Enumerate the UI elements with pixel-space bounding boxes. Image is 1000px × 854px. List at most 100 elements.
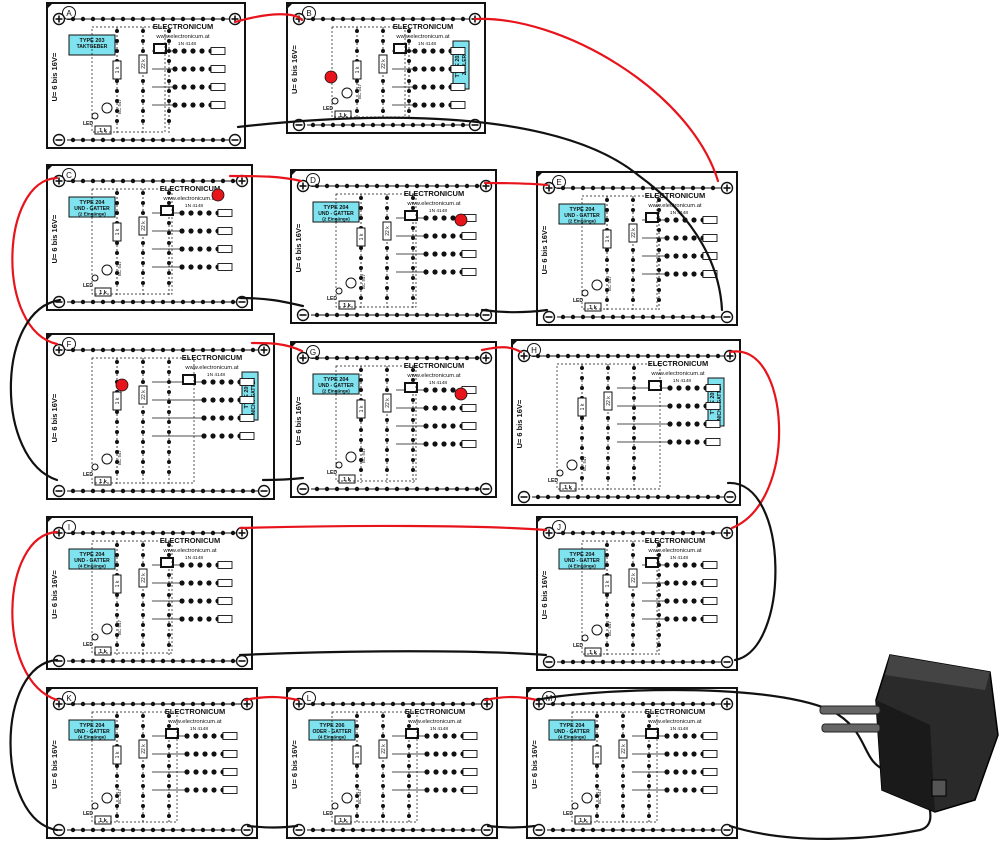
type-line-3: (4 Eingänge) (568, 564, 596, 569)
resistor-label: 1 k (339, 113, 348, 119)
resistor-label: 1 k (115, 751, 121, 758)
resistor: 22 k (382, 221, 392, 241)
solder-pad (167, 119, 171, 123)
wire-positive (238, 524, 548, 532)
board-id-label: A (66, 9, 72, 18)
resistor-label: 22 k (141, 390, 147, 400)
input-jack (702, 615, 718, 623)
brand-name: ELECTRONICUM (160, 184, 220, 193)
solder-pad (228, 415, 234, 421)
board-outline (46, 333, 275, 500)
brand-website: www.electronicum.at (184, 365, 239, 371)
solder-pad (682, 751, 688, 757)
wire-negative (261, 476, 305, 482)
supply-label: U= 6 bis 16V= (50, 214, 59, 263)
solder-pad (691, 562, 697, 568)
board-K: KU= 6 bis 16V=ELECTRONICUMwww.electronic… (46, 687, 258, 839)
solder-pad (450, 233, 456, 239)
board-outline (290, 341, 497, 498)
supply-label: U= 6 bis 16V= (290, 45, 299, 94)
solder-pad (211, 769, 217, 775)
input-jack (222, 768, 238, 776)
input-jack (702, 750, 718, 758)
transistor-label: BC 547 (607, 275, 612, 291)
board-outline (536, 171, 738, 326)
solder-pad (430, 66, 436, 72)
led-label: LED (548, 478, 558, 484)
solder-pad (682, 253, 688, 259)
resistor-label: 22 k (141, 221, 147, 231)
resistor: 1 k (577, 397, 587, 417)
solder-pad (430, 84, 436, 90)
resistor-label: 1 k (589, 305, 598, 311)
input-jack (702, 561, 718, 569)
brand-website: www.electronicum.at (406, 201, 461, 207)
solder-pad (199, 102, 205, 108)
resistor: 1 k (112, 60, 122, 80)
input-jack (217, 209, 233, 217)
resistor-label: 1 k (579, 818, 588, 824)
solder-pad (439, 84, 445, 90)
solder-pad (451, 733, 457, 739)
input-jack (705, 384, 721, 392)
led (556, 469, 564, 477)
input-jack (702, 234, 718, 242)
solder-pad (691, 271, 697, 277)
solder-pad (450, 405, 456, 411)
resistor: 1 k (112, 574, 122, 594)
transistor-label: BC 547 (607, 620, 612, 636)
type-line-2: NICHT-GATTER (717, 383, 723, 420)
resistor-label: 22 k (631, 228, 637, 238)
resistor-label: 22 k (606, 396, 612, 406)
solder-pad (442, 787, 448, 793)
board-corner (287, 3, 293, 9)
wire-negative (728, 798, 932, 840)
wire-negative (9, 298, 62, 482)
diode-label: 1N 4148 (190, 726, 208, 732)
component-outline (571, 711, 658, 823)
type-line-1: TYPE 205 (710, 389, 716, 414)
resistor: 1 k (584, 302, 602, 312)
resistor-label: 1 k (115, 66, 121, 73)
diode-label: 1N 4148 (673, 378, 691, 384)
wire-positive (243, 695, 300, 702)
solder-pad (210, 415, 216, 421)
solder-pad (451, 787, 457, 793)
adapter-plug-socket (931, 779, 947, 797)
brand-website: www.electronicum.at (647, 719, 702, 725)
board-id-label: C (66, 171, 72, 180)
resistor-label: 22 k (381, 59, 387, 69)
wire-positive (483, 695, 539, 702)
input-jack (462, 750, 478, 758)
resistor: 1 k (94, 646, 112, 656)
solder-pad (421, 48, 427, 54)
resistor: 1 k (94, 815, 112, 825)
board-outline (46, 164, 253, 311)
transistor (566, 459, 578, 471)
led-label: LED (323, 106, 333, 112)
led (331, 802, 339, 810)
input-jack (217, 597, 233, 605)
board-corner (537, 172, 543, 178)
resistor: 1 k (574, 815, 592, 825)
resistor: 1 k (112, 745, 122, 765)
solder-pad (193, 751, 199, 757)
resistor-label: 1 k (115, 397, 121, 404)
board-outline (526, 687, 738, 839)
resistor-label: 1 k (115, 580, 121, 587)
solder-pad (439, 102, 445, 108)
brand-name: ELECTRONICUM (405, 707, 465, 716)
supply-label: U= 6 bis 16V= (540, 225, 549, 274)
input-jack (702, 732, 718, 740)
solder-pad (432, 405, 438, 411)
input-jack (450, 101, 466, 109)
solder-pad (432, 251, 438, 257)
solder-pad (228, 397, 234, 403)
solder-pad (202, 733, 208, 739)
led-label: LED (83, 811, 93, 817)
board-G: GU= 6 bis 16V=ELECTRONICUMwww.electronic… (290, 341, 497, 498)
led-label: LED (83, 642, 93, 648)
type-line-3: (4 Eingänge) (78, 564, 106, 569)
led (581, 289, 589, 297)
